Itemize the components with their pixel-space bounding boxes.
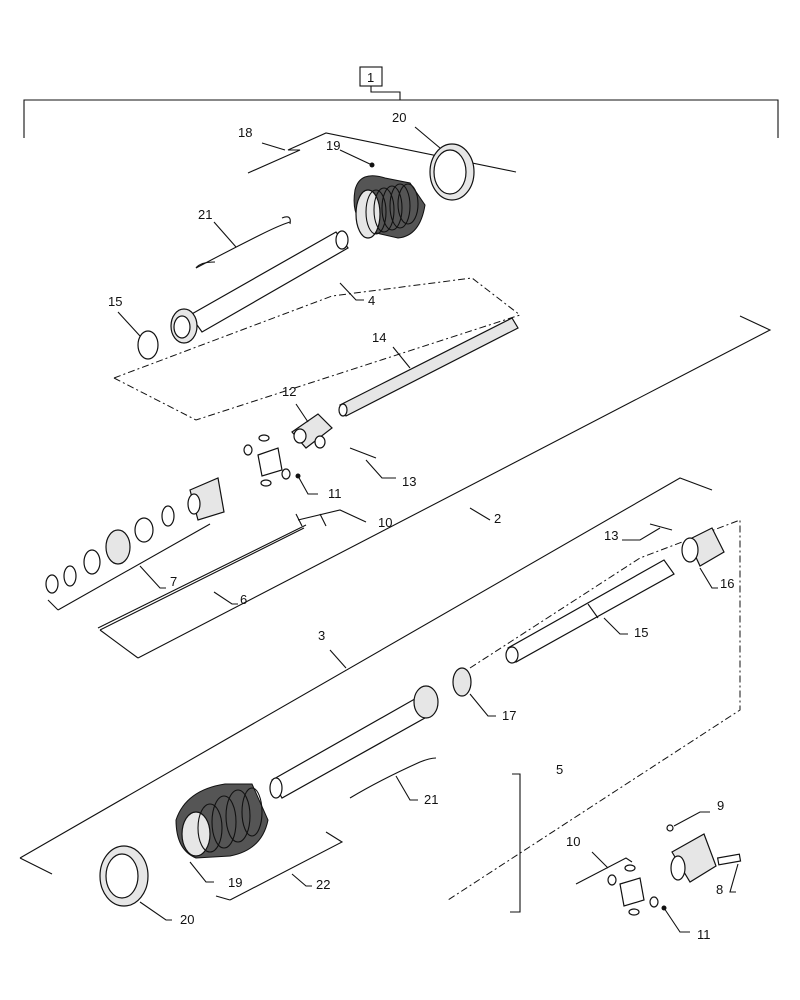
- assembly-box-label: 1: [367, 70, 374, 85]
- inner-shaft: [338, 317, 519, 417]
- callout-c9: 9: [717, 798, 724, 813]
- lower-inner-yoke: [187, 477, 225, 521]
- lower-cross-kit: [575, 851, 690, 933]
- upper-guard-boot: [339, 149, 426, 239]
- lower-safety-chain: [349, 757, 437, 801]
- callout-c4: 4: [368, 293, 375, 308]
- upper-snap-ring: [117, 311, 159, 360]
- upper-guard-ring: [414, 126, 475, 201]
- bracket-10-upper: [295, 509, 367, 527]
- callout-c20a: 20: [392, 110, 406, 125]
- callout-c18: 18: [238, 125, 252, 140]
- callout-c19a: 19: [326, 138, 340, 153]
- callout-c20b: 20: [180, 912, 194, 927]
- bracket-22: [215, 831, 344, 901]
- bracket-2: [99, 315, 772, 659]
- callout-c3: 3: [318, 628, 325, 643]
- callout-c16: 16: [720, 576, 734, 591]
- lower-outer-tube: [269, 685, 439, 799]
- callout-c15a: 15: [108, 294, 122, 309]
- assembly-bracket: 1: [23, 66, 779, 138]
- inner-shaft-box: [113, 277, 521, 421]
- bracket-6: [97, 524, 307, 629]
- callout-c17: 17: [502, 708, 516, 723]
- bracket-18: [247, 132, 517, 174]
- upper-safety-chain: [195, 216, 291, 269]
- outer-yoke: [681, 527, 725, 589]
- lower-bearing: [452, 667, 496, 717]
- upper-roll-pin: [349, 447, 396, 479]
- bearing-rings: [45, 505, 211, 611]
- outer-shaft: [505, 559, 675, 664]
- callout-c15b: 15: [634, 625, 648, 640]
- callout-c2: 2: [494, 511, 501, 526]
- upper-cross-kit: [243, 434, 318, 495]
- callout-c11b: 11: [697, 927, 711, 942]
- callout-c12: 12: [282, 384, 296, 399]
- lower-guard-boot: [175, 783, 269, 883]
- lower-roll-pin: [622, 523, 673, 541]
- callout-c13a: 13: [402, 474, 416, 489]
- callout-c14: 14: [372, 330, 386, 345]
- callout-c19b: 19: [228, 875, 242, 890]
- callout-c7: 7: [170, 574, 177, 589]
- callout-c10a: 10: [378, 515, 392, 530]
- lower-end-yoke: [666, 811, 742, 893]
- callout-c21b: 21: [424, 792, 438, 807]
- callout-c5: 5: [556, 762, 563, 777]
- callout-c6: 6: [240, 592, 247, 607]
- inner-yoke: [291, 403, 333, 449]
- callout-c22: 22: [316, 877, 330, 892]
- lower-guard-ring: [99, 845, 172, 921]
- bracket-3: [19, 477, 713, 875]
- callout-c10b: 10: [566, 834, 580, 849]
- callout-c13b: 13: [604, 528, 618, 543]
- upper-outer-tube: [170, 230, 364, 344]
- callout-c21a: 21: [198, 207, 212, 222]
- callout-c8: 8: [716, 882, 723, 897]
- callout-c11a: 11: [328, 486, 342, 501]
- callout-labels: 18 19 20 21 15 4 14 12 13 11 10 2 7 6 13 16 3 15 17 5 21 9 10 1…: [108, 110, 734, 942]
- outer-shaft-box: [447, 519, 741, 913]
